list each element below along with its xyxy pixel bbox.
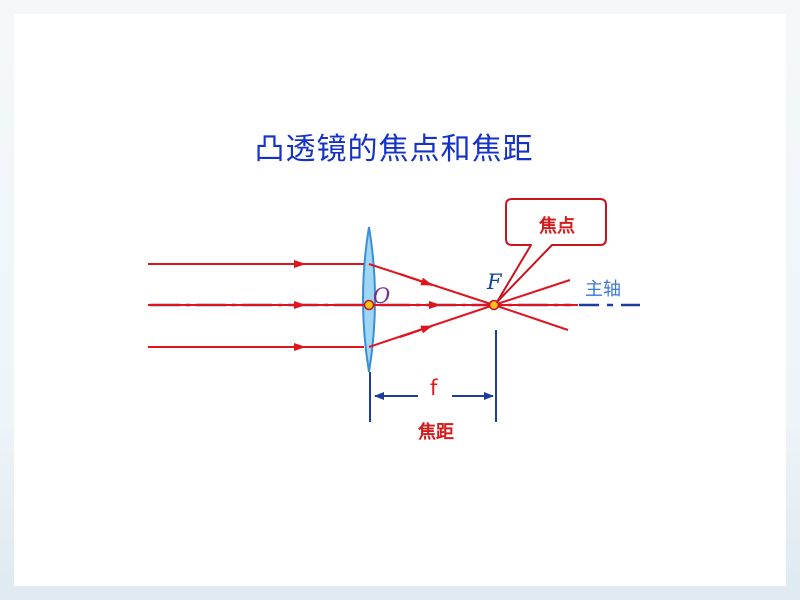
focus-callout-label: 焦点 (539, 216, 575, 237)
principal-axis-label: 主轴 (585, 279, 621, 300)
refracted-arrow-bottom (399, 325, 433, 338)
focus-callout-box (496, 198, 607, 303)
focus-point (488, 299, 500, 311)
refracted-arrow-top (399, 273, 433, 286)
focal-length-symbol: f (430, 376, 438, 400)
focus-point-label: F (487, 270, 502, 294)
diverging-ray-2 (493, 279, 571, 306)
page-title: 凸透镜的焦点和焦距 (254, 132, 534, 167)
focal-length-label: 焦距 (418, 422, 454, 443)
diverging-ray-4 (493, 304, 569, 331)
optical-center-point (363, 299, 375, 311)
optical-center-label: O (373, 284, 391, 308)
slide-card: 凸透镜的焦点和焦距 (14, 14, 786, 586)
